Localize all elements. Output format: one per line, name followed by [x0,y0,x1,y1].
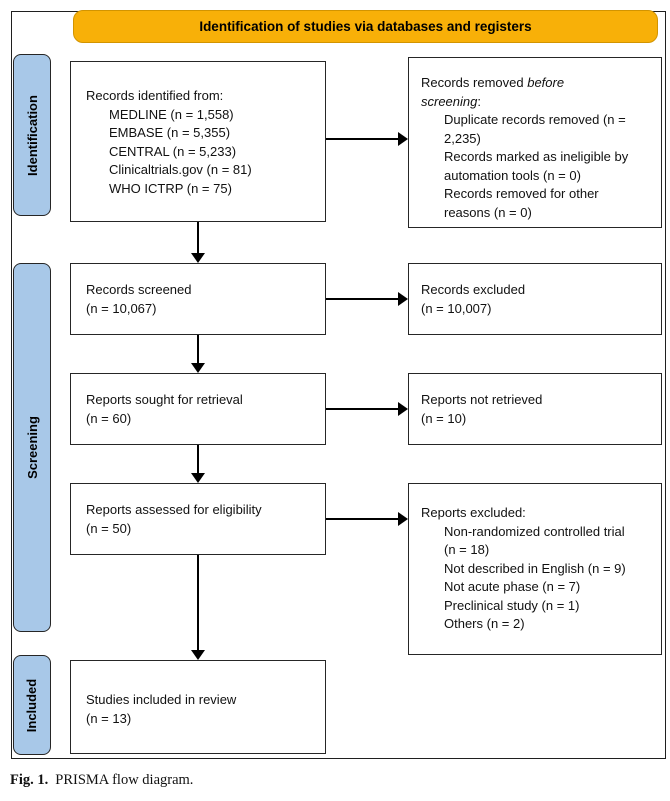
box-records-identified: Records identified from: MEDLINE (n = 1,… [70,61,326,222]
list-item: Not described in English (n = 9) [444,560,626,576]
arrow-down-screened-to-sought [197,335,199,364]
figure-caption: Fig. 1. PRISMA flow diagram. [10,772,193,789]
box-reports-not-retrieved: Reports not retrieved (n = 10) [408,373,662,445]
arrow-right-head-icon [398,292,408,306]
arrow-down-assessed-to-included [197,555,199,651]
list-item: MEDLINE (n = 1,558) [109,106,234,122]
arrow-down-head-icon [191,650,205,660]
arrow-right-assessed-to-excluded [326,518,399,520]
count-line: (n = 60) [86,410,132,426]
figure-caption-text: PRISMA flow diagram. [55,772,194,788]
list-item: Others (n = 2) [444,616,525,631]
arrow-right-head-icon [398,512,408,526]
list-item: Clinicaltrials.gov (n = 81) [109,162,252,177]
count-line: (n = 10,007) [421,300,492,316]
stage-label-text: Included [24,678,40,732]
list-item: Records removed for other reasons (n = 0… [444,186,599,220]
removal-reason-list: Duplicate records removed (n = 2,235)Rec… [421,111,653,222]
arrow-down-identified-to-screened [197,222,199,254]
stage-label-screening: Screening [13,263,51,632]
list-item: Non-randomized controlled trial (n = 18) [444,523,625,558]
list-item: WHO ICTRP (n = 75) [109,180,232,196]
box-line: Records excluded [421,282,526,297]
box-records-excluded: Records excluded (n = 10,007) [408,263,662,335]
stage-label-identification: Identification [13,54,51,216]
stage-label-included: Included [13,655,51,755]
box-line: Reports sought for retrieval [86,392,243,407]
box-reports-assessed: Reports assessed for eligibility (n = 50… [70,483,326,555]
box-studies-included: Studies included in review (n = 13) [70,660,326,754]
arrow-right-head-icon [398,402,408,416]
box-reports-sought: Reports sought for retrieval (n = 60) [70,373,326,445]
box-line: Reports not retrieved [421,392,543,407]
count-line: (n = 50) [86,520,132,536]
count-line: (n = 10) [421,410,467,426]
list-item: Preclinical study (n = 1) [444,597,580,613]
box-header: Records identified from: [86,88,224,103]
list-item: Not acute phase (n = 7) [444,579,581,594]
arrow-right-sought-to-not-retrieved [326,408,399,410]
list-item: EMBASE (n = 5,355) [109,125,231,140]
banner: Identification of studies via databases … [73,10,658,43]
stage-label-text: Screening [24,416,40,479]
header-italic-text: before screening [421,75,565,109]
box-reports-excluded: Reports excluded: Non-randomized control… [408,483,662,655]
header-text: Records removed [421,75,528,90]
header-text: : [477,93,481,109]
count-line: (n = 10,067) [86,300,157,316]
arrow-right-identified-to-removed [326,138,399,140]
box-line: Studies included in review [86,692,237,707]
exclusion-reason-list: Non-randomized controlled trial (n = 18)… [421,523,653,634]
list-item: CENTRAL (n = 5,233) [109,143,237,159]
count-line: (n = 13) [86,710,132,726]
box-header: Reports excluded: [421,505,526,520]
list-item: Duplicate records removed (n = 2,235) [444,112,626,146]
list-item: Records marked as ineligible by automati… [444,149,629,183]
box-records-screened: Records screened (n = 10,067) [70,263,326,335]
arrow-down-head-icon [191,253,205,263]
arrow-down-sought-to-assessed [197,445,199,474]
box-line: Reports assessed for eligibility [86,502,262,517]
stage-label-text: Identification [24,94,40,176]
arrow-down-head-icon [191,473,205,483]
box-header: Records removed before screening: [421,74,617,111]
figure-caption-label: Fig. 1. [10,772,49,788]
arrow-right-screened-to-excluded [326,298,399,300]
box-line: Records screened [86,282,192,297]
source-list: MEDLINE (n = 1,558) EMBASE (n = 5,355) CEN… [86,106,317,199]
arrow-down-head-icon [191,363,205,373]
box-records-removed: Records removed before screening: Duplic… [408,57,662,228]
arrow-right-head-icon [398,132,408,146]
banner-title: Identification of studies via databases … [199,19,532,34]
